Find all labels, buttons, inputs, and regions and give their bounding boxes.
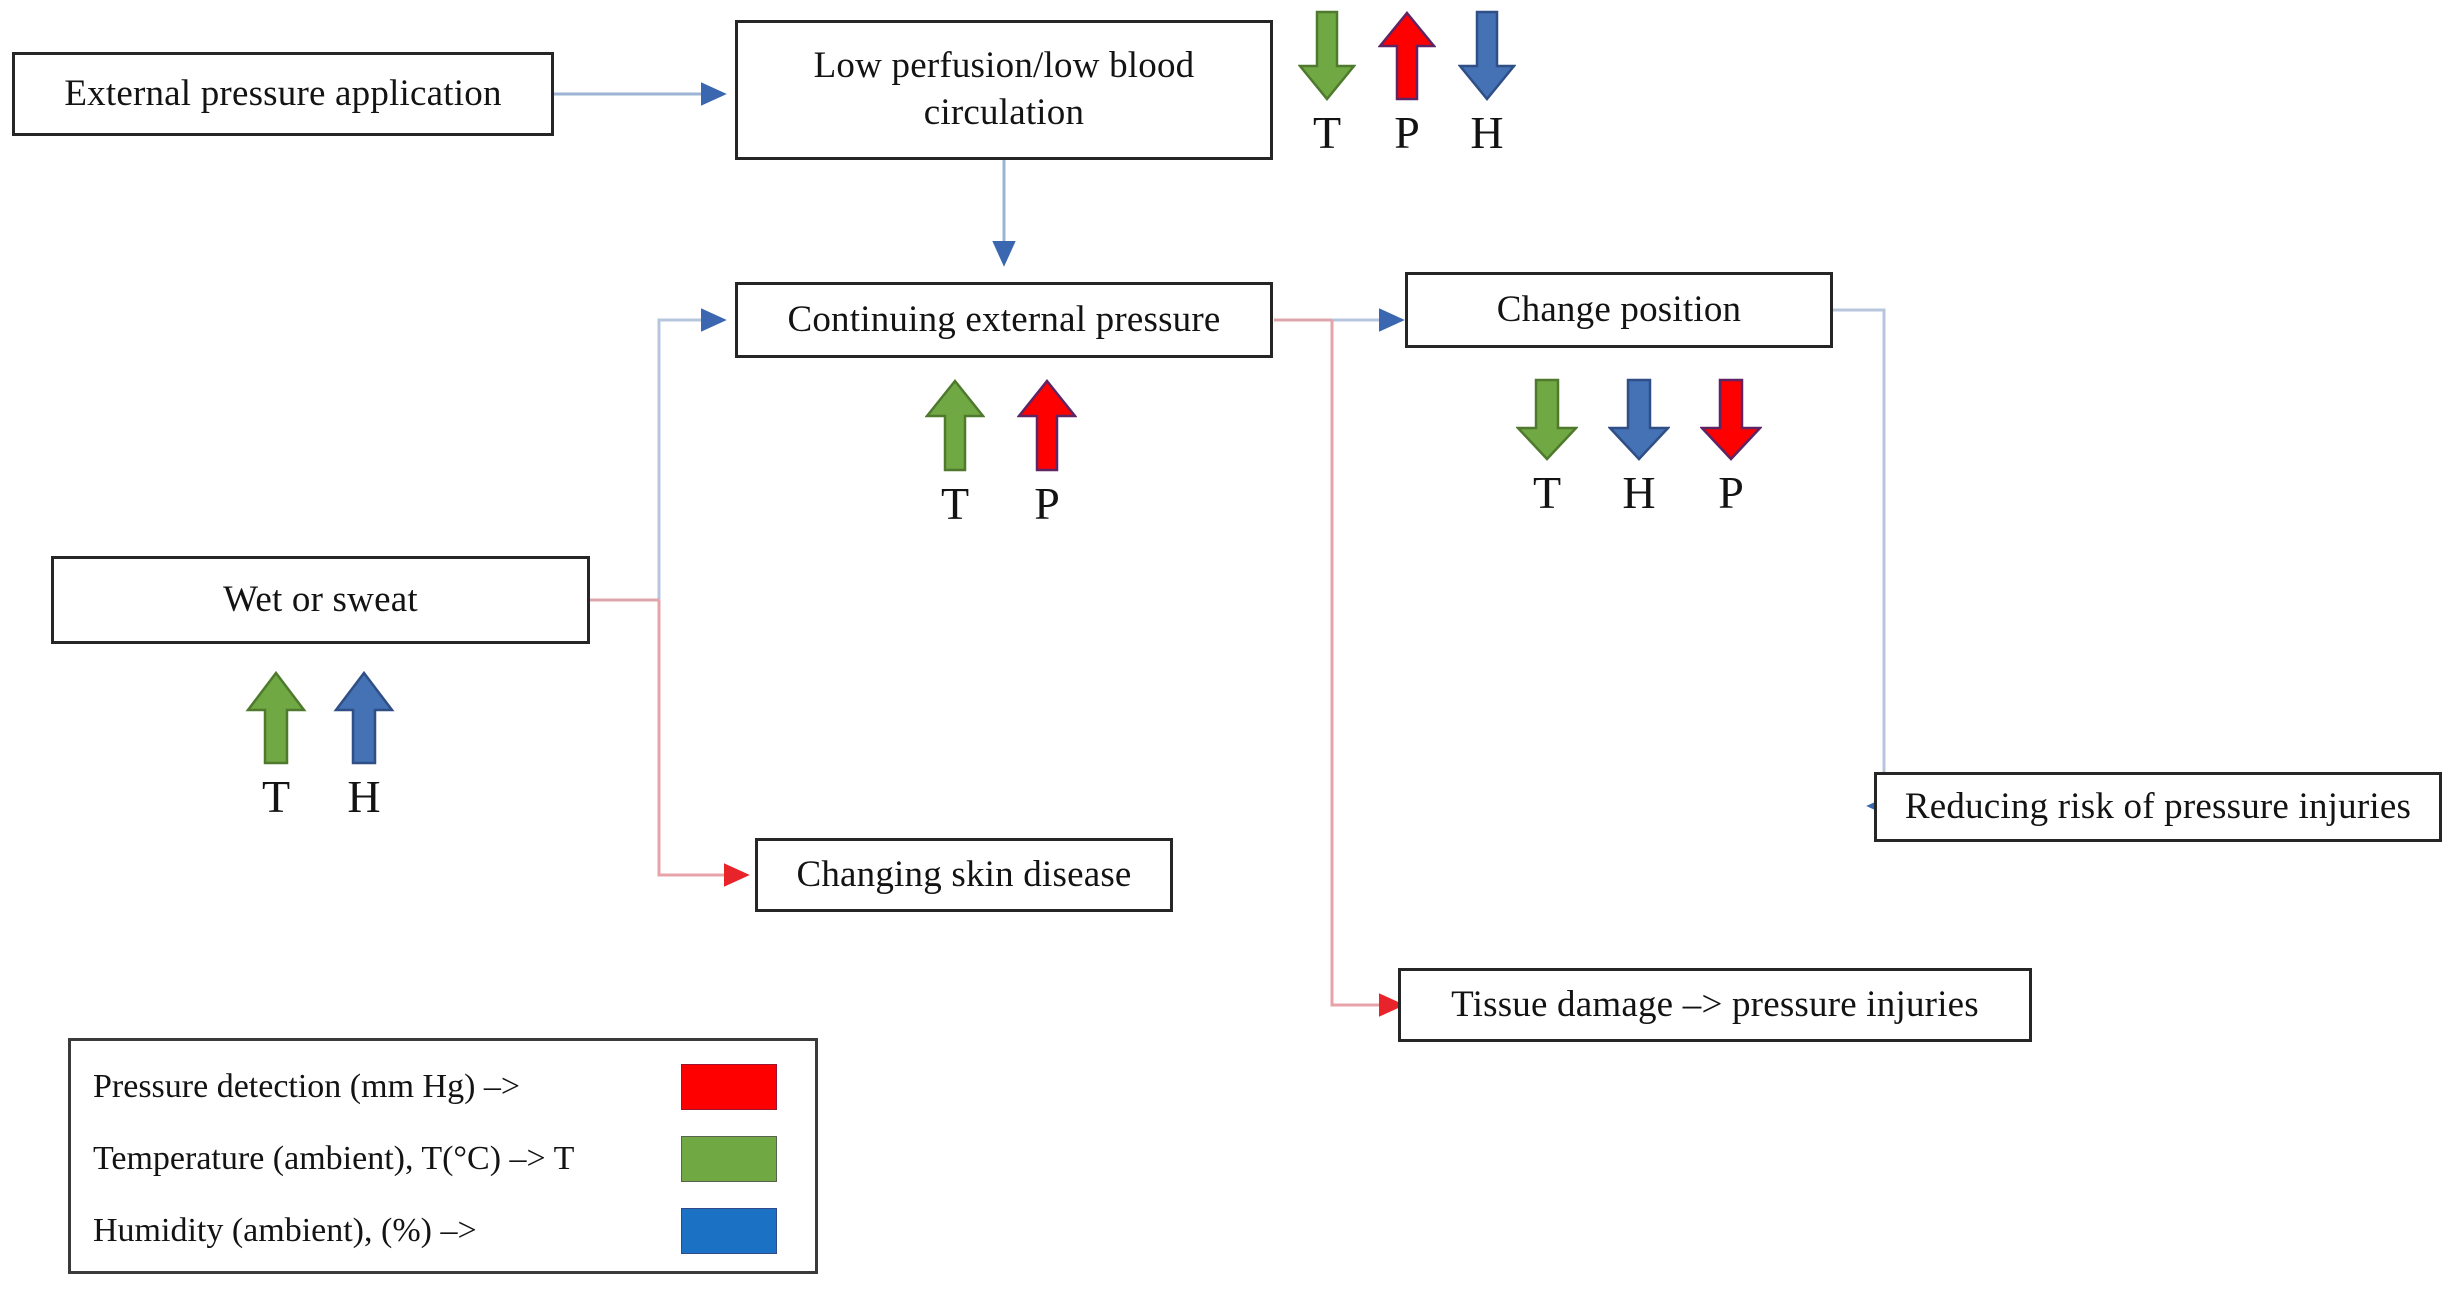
legend-label-temperature: Temperature (ambient), T(°C) –> T xyxy=(93,1140,575,1177)
arrow-down-blue-icon xyxy=(1608,378,1670,461)
arrow-item-H: H xyxy=(1458,10,1516,156)
arrow-letter-T: T xyxy=(940,478,970,529)
arrow-group-wet-or-sweat: T H xyxy=(245,670,395,820)
node-label: Wet or sweat xyxy=(223,579,418,621)
edge-wet-to-skindisease xyxy=(657,600,750,887)
node-label-line1: Low perfusion/low blood xyxy=(813,45,1195,87)
arrow-up-green-icon xyxy=(925,378,985,472)
legend-row-temperature: Temperature (ambient), T(°C) –> T xyxy=(71,1133,815,1185)
arrow-up-green-icon xyxy=(245,670,307,765)
node-label: Change position xyxy=(1496,289,1742,331)
arrow-item-H: H xyxy=(1608,378,1670,516)
arrow-item-T: T xyxy=(1516,378,1578,516)
legend-row-humidity: Humidity (ambient), (%) –> xyxy=(71,1205,815,1257)
arrow-item-T: T xyxy=(245,670,307,820)
arrow-item-T: T xyxy=(1298,10,1356,156)
node-low-perfusion[interactable]: Low perfusion/low blood circulation xyxy=(735,20,1273,160)
arrow-letter-P: P xyxy=(1718,467,1744,518)
node-change-position[interactable]: Change position xyxy=(1405,272,1833,348)
legend-box: Pressure detection (mm Hg) –> Temperatur… xyxy=(68,1038,818,1274)
arrow-item-P: P xyxy=(1378,10,1436,156)
node-label-line2: circulation xyxy=(923,92,1085,133)
temperature-swatch xyxy=(681,1136,777,1182)
arrow-letter-T: T xyxy=(261,771,291,822)
arrow-down-green-icon xyxy=(1298,10,1356,101)
arrow-item-P: P xyxy=(1017,378,1077,527)
node-label: Continuing external pressure xyxy=(787,299,1221,341)
arrow-down-red-icon xyxy=(1700,378,1762,461)
arrow-down-green-icon xyxy=(1516,378,1578,461)
node-label: Reducing risk of pressure injuries xyxy=(1904,786,2412,828)
legend-label-humidity: Humidity (ambient), (%) –> xyxy=(93,1212,477,1249)
node-reducing-risk[interactable]: Reducing risk of pressure injuries xyxy=(1874,772,2442,842)
edge-changeposition-to-reducingrisk xyxy=(1833,308,1892,818)
node-continuing-external-pressure[interactable]: Continuing external pressure xyxy=(735,282,1273,358)
node-label: External pressure application xyxy=(64,73,502,115)
arrow-letter-T: T xyxy=(1532,467,1562,518)
arrow-item-P: P xyxy=(1700,378,1762,516)
node-wet-or-sweat[interactable]: Wet or sweat xyxy=(51,556,590,644)
arrow-group-continuing-external-pressure: T P xyxy=(925,378,1077,527)
arrow-letter-H: H xyxy=(1622,467,1656,518)
arrow-item-H: H xyxy=(333,670,395,820)
arrow-item-T: T xyxy=(925,378,985,527)
legend-row-pressure: Pressure detection (mm Hg) –> xyxy=(71,1061,815,1113)
arrow-up-blue-icon xyxy=(333,670,395,765)
arrow-letter-P: P xyxy=(1394,107,1420,158)
arrow-letter-H: H xyxy=(347,771,381,822)
edge-wet-to-continuing xyxy=(657,308,727,600)
node-external-pressure-application[interactable]: External pressure application xyxy=(12,52,554,136)
arrow-down-blue-icon xyxy=(1458,10,1516,101)
node-tissue-damage[interactable]: Tissue damage –> pressure injuries xyxy=(1398,968,2032,1042)
humidity-swatch xyxy=(681,1208,777,1254)
node-changing-skin-disease[interactable]: Changing skin disease xyxy=(755,838,1173,912)
arrow-group-low-perfusion: T P H xyxy=(1298,10,1516,156)
legend-label-pressure: Pressure detection (mm Hg) –> xyxy=(93,1068,521,1105)
arrow-letter-P: P xyxy=(1034,478,1060,529)
node-label: Tissue damage –> pressure injuries xyxy=(1451,984,1979,1026)
arrow-up-red-icon xyxy=(1017,378,1077,472)
node-label: Changing skin disease xyxy=(796,854,1132,896)
arrow-letter-H: H xyxy=(1470,107,1504,158)
arrow-letter-T: T xyxy=(1312,107,1342,158)
pressure-swatch xyxy=(681,1064,777,1110)
edge-continuing-to-tissuedamage xyxy=(1330,320,1405,1017)
arrow-up-red-icon xyxy=(1378,11,1436,101)
arrow-group-change-position: T H P xyxy=(1516,378,1762,516)
